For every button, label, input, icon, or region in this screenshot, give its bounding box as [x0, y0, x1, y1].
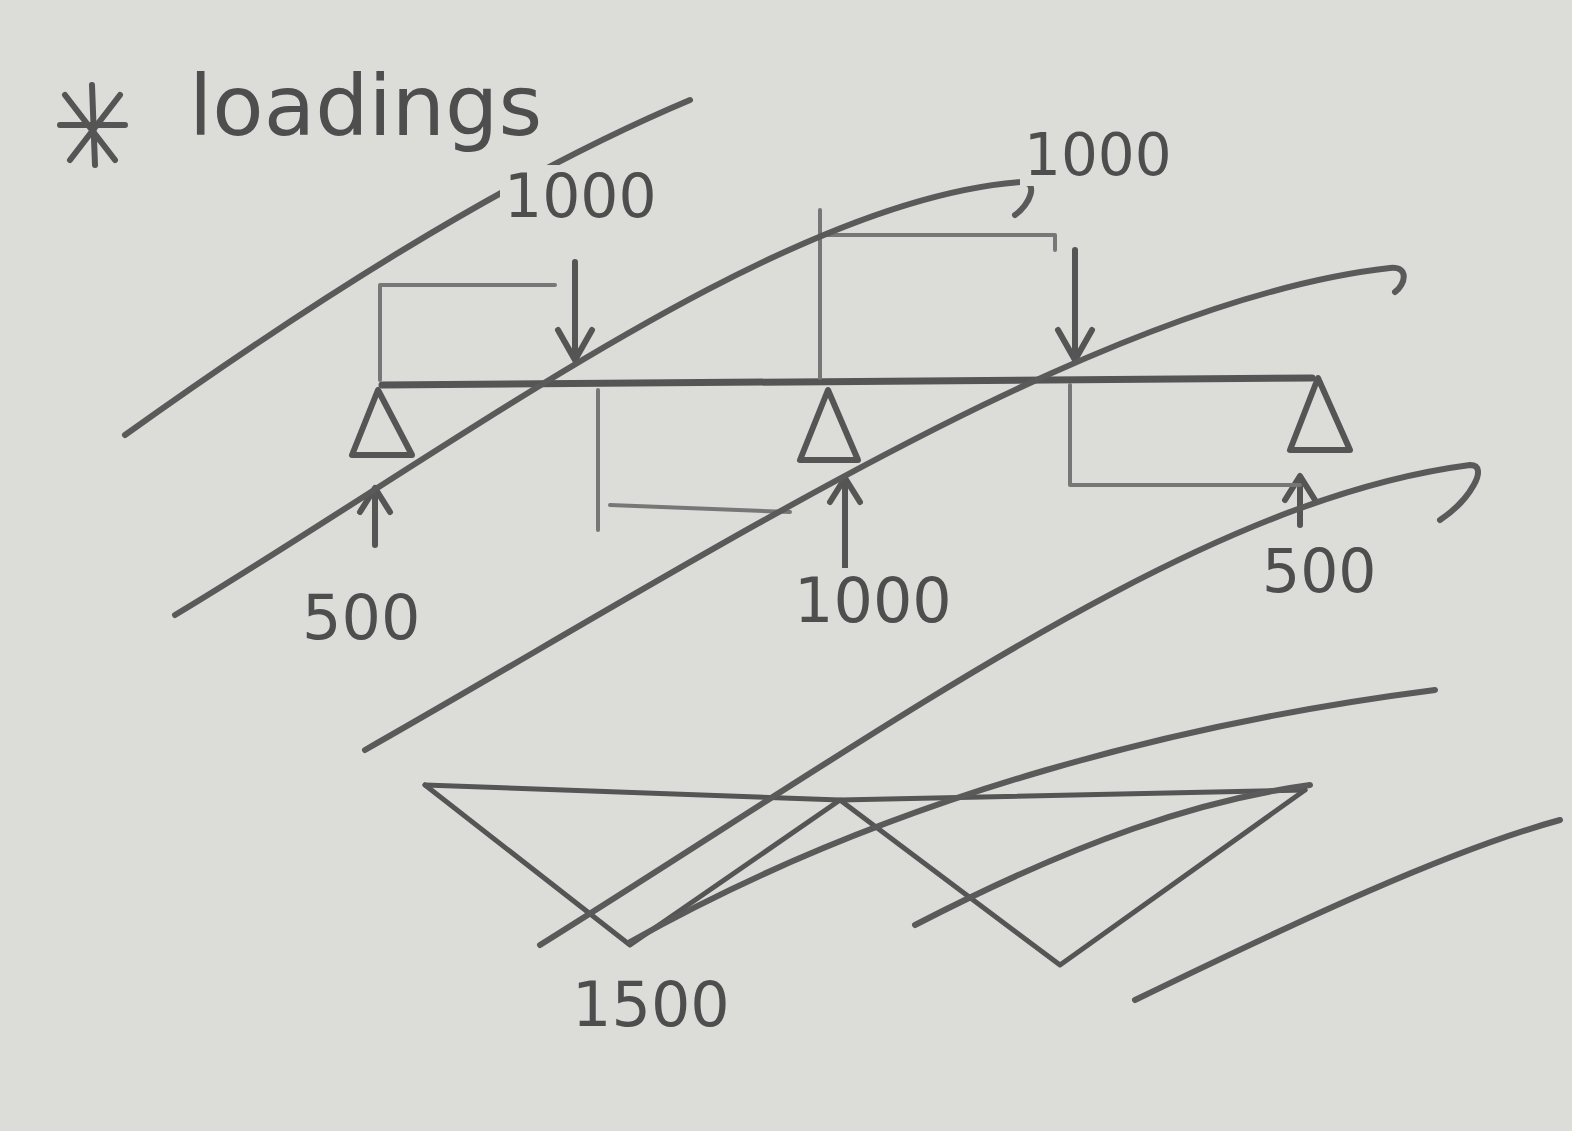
- load-value: 1000: [1020, 125, 1176, 186]
- load-value: 500: [1258, 540, 1381, 603]
- load-value: 1500: [568, 972, 734, 1037]
- star-mark: [60, 85, 125, 165]
- moment-axis: [425, 785, 1305, 800]
- load-arrow: [558, 262, 592, 360]
- support: [1290, 378, 1350, 450]
- dimension-line: [380, 210, 1300, 530]
- load-value: 500: [298, 585, 424, 650]
- moment-diagram: [425, 785, 1305, 965]
- support: [800, 390, 858, 460]
- load-value: 1000: [790, 568, 956, 633]
- reaction-arrow: [830, 478, 860, 570]
- load-arrow: [1058, 250, 1092, 360]
- beam: [382, 378, 1312, 385]
- support: [352, 390, 412, 455]
- load-value: 1000: [500, 165, 661, 228]
- sketch-title: loadings: [185, 62, 546, 150]
- cross-out-stroke: [125, 100, 1560, 1000]
